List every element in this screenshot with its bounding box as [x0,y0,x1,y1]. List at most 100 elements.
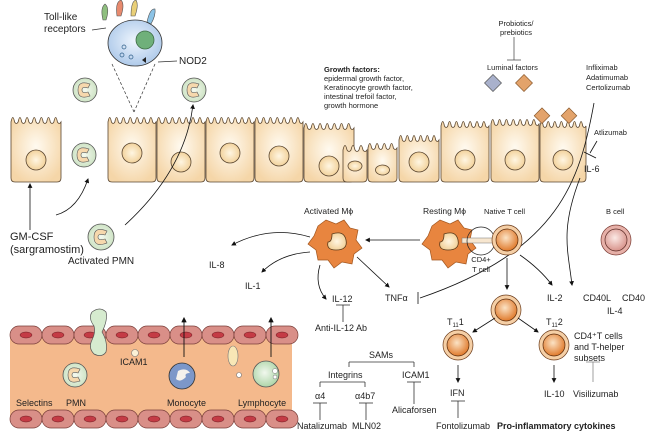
cd4-t-cell-label: T cell [472,265,490,274]
lymphocyte-label: Lymphocyte [238,398,287,408]
endothelial-nucleus-icon [275,415,289,423]
cell-nucleus-icon [552,149,574,171]
luminal-factor-blue-icon [484,74,502,92]
th2-label: T112 [546,317,563,329]
th2-cell [538,329,570,361]
b-cell [600,224,632,256]
growth-factor-item: Keratinocyte growth factor, [324,83,413,92]
ifn-label: IFN [450,388,465,398]
visilizumab-label: Visilizumab [573,389,619,399]
activated-macrophage-label: Activated Mϕ [304,206,354,216]
endothelial-nucleus-icon [51,415,65,423]
receptor-green-icon [101,3,109,21]
cell-nucleus-icon [375,164,390,176]
infliximab-label: Infliximab [586,63,618,72]
cd4-subsets-label: and T-helper [574,342,625,352]
prebiotics-label: prebiotics [499,28,533,37]
epithelial-cell [303,123,355,183]
il2-label: IL-2 [547,293,563,303]
native-t-cell [491,224,523,256]
sams-label: SAMs [369,350,394,360]
il10-label: IL-10 [544,389,565,399]
endothelial-nucleus-icon [115,415,129,423]
th1-label: T111 [447,317,464,329]
toll-like-receptors-label: Toll-like receptors [44,12,86,35]
epithelial-cell [367,143,398,183]
cell-nucleus-icon [121,142,143,164]
tnf-alpha-label: TNFα [385,293,408,303]
monocyte-label: Monocyte [167,398,207,408]
activated-pmn-label: Activated PMN [68,256,135,267]
cd4-subsets-label: subsets [574,353,606,363]
cd40-label: CD40 [622,293,646,303]
cell-nucleus-icon [170,151,192,173]
native-t-cell-label: Native T cell [484,207,525,216]
certolizumab-label: Certolizumab [586,83,631,92]
cell-nucleus-icon [347,160,363,172]
epithelium [10,117,587,183]
selectins-label: Selectins [16,398,53,408]
pmn-label: PMN [66,398,86,408]
probiotics-label: Probiotics/ [498,19,534,28]
alpha4-label: α4 [315,391,326,401]
cd40l-label: CD40L [583,293,612,303]
endothelial-nucleus-icon [147,415,161,423]
gm-csf-label: GM-CSF [10,231,54,243]
b-cell-label: B cell [606,207,625,216]
endothelial-nucleus-icon [179,331,193,339]
receptor-red-icon [116,0,124,17]
endothelial-nucleus-icon [51,331,65,339]
nucleus-icon [135,30,155,50]
luminal-factors-label: Luminal factors [487,63,538,72]
endothelial-nucleus-icon [211,415,225,423]
endothelial-nucleus-icon [243,331,257,339]
fontolizumab-label: Fontolizumab [436,421,491,431]
cd4-t-cell [490,294,522,326]
endothelial-nucleus-icon [211,331,225,339]
pmn-cell-left [72,77,98,103]
endothelial-nucleus-icon [19,415,33,423]
alpha4b7-label: α4b7 [355,391,376,401]
receptor-yellow-icon [130,0,138,17]
monocyte-cell [168,362,196,390]
il6-label: IL-6 [584,164,600,174]
endothelial-nucleus-icon [19,331,33,339]
il12-label: IL-12 [332,294,353,304]
endothelial-nucleus-icon [243,415,257,423]
dendritic-cell [91,0,178,113]
icam1-molecule-icon [131,349,139,357]
growth-factor-item: growth hormone [324,101,379,110]
selectin-molecule-icon [227,345,239,367]
icam1-vessel-label: ICAM1 [120,357,148,367]
lymphocyte-cell [252,360,280,388]
icam1-sam-label: ICAM1 [402,370,430,380]
natalizumab-label: Natalizumab [297,421,348,431]
growth-factors-title: Growth factors: [324,65,380,74]
pmn-cell-intraepithelial [71,142,97,168]
nod2-label: NOD2 [179,56,207,67]
mln02-label: MLN02 [352,421,382,431]
pmn-cell-right [181,77,207,103]
adalimumab-label: Adatimumab [586,73,629,82]
activated-pmn-cell [87,223,115,251]
cell-nucleus-icon [454,149,476,171]
cd4-t-cell-label: CD4+ [471,255,491,264]
cell-nucleus-icon [268,145,290,167]
il4-label: IL-4 [607,306,623,316]
blood-vessel [9,325,299,429]
endothelial-nucleus-icon [275,331,289,339]
resting-macrophage [421,219,477,269]
endothelial-nucleus-icon [147,331,161,339]
cell-nucleus-icon [219,142,241,164]
cell-nucleus-icon [408,151,430,173]
cd4-subsets-label: CD4⁺T cells [574,331,623,341]
growth-factor-item: intestinal trefoil factor, [324,92,397,101]
growth-factor-item: epidermal growth factor, [324,74,405,83]
vessel-pmn-cell [62,362,88,388]
alicaforsen-label: Alicaforsen [392,405,437,415]
integrins-label: Integrins [328,370,363,380]
cell-nucleus-icon [25,149,47,171]
endothelial-nucleus-icon [179,415,193,423]
